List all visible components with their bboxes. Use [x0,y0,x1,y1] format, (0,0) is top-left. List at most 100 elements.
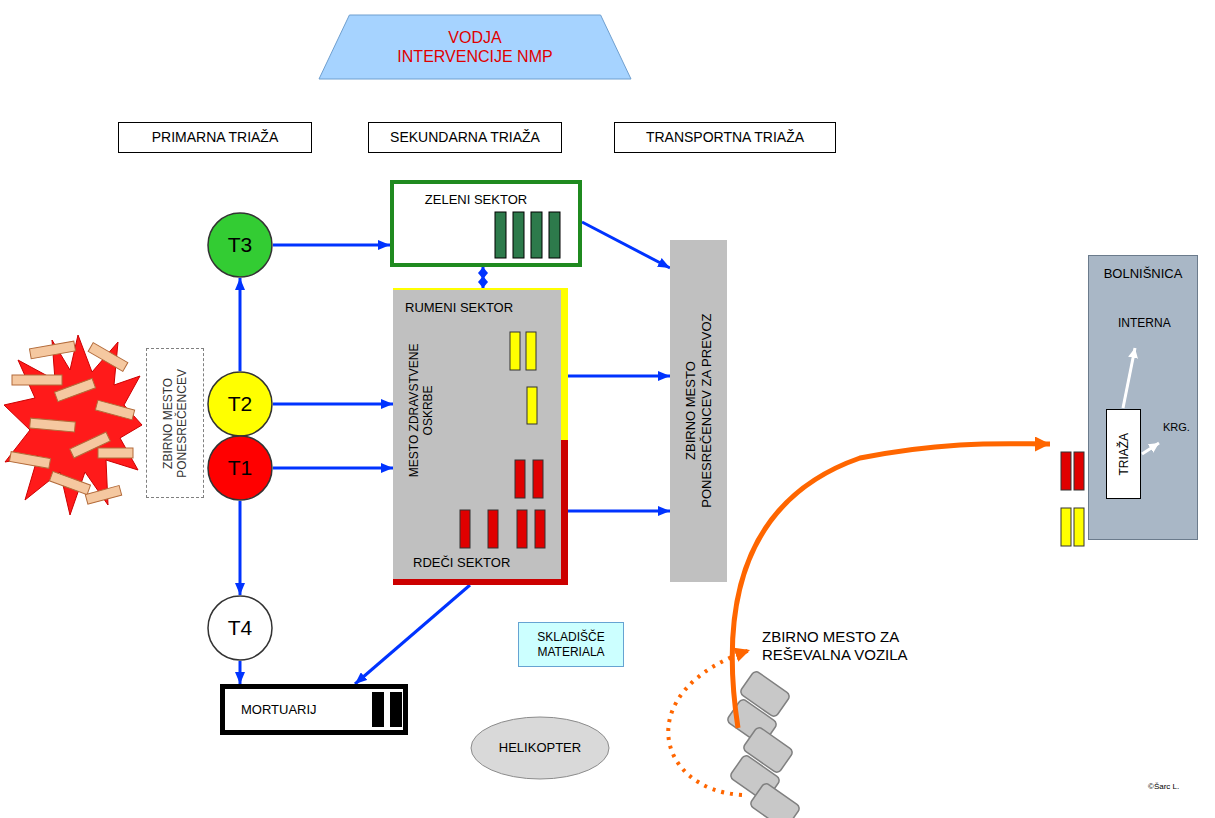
phase-header: TRANSPORTNA TRIAŽA [614,122,836,153]
node-text: BOLNIŠNICA [1104,266,1183,282]
debris-plank [12,375,62,385]
department-label: INTERNA [1118,316,1171,330]
helicopter-ellipse: HELIKOPTER [470,716,610,780]
node-text: T1 [228,455,253,480]
trapezoid-shape [319,15,631,79]
flow-arrow [568,510,670,513]
flow-arrow [582,222,670,268]
explosion-illustration [4,335,142,515]
circle-shape [208,436,272,500]
label-box: ZBIRNO MESTO ZA REŠEVALNA VOZILA [762,628,947,664]
node-text: T3 [228,232,253,257]
phase-header: SEKUNDARNA TRIAŽA [368,122,562,153]
node-text: ZBIRNO MESTO PONESREČENCEV ZA PREVOZ [683,301,714,521]
ambulance-vehicle [749,782,801,818]
patient-bar [517,510,527,548]
debris-plank [9,452,50,469]
debris-plank [29,341,75,359]
patient-bar [1061,508,1071,546]
patient-bar [1074,452,1084,490]
patient-bar [526,332,536,370]
node-text: T4 [228,615,253,640]
storage-box: SKLADIŠČE MATERIALA [518,622,624,667]
node-text: MESTO ZDRAVSTVENE OSKRBE [406,331,435,491]
flow-arrow [355,585,470,684]
staging-area-label: ZBIRNO MESTO ZA REŠEVALNA VOZILA [762,628,947,664]
deceased-bar [372,692,384,727]
circle-shape [208,596,272,660]
patient-bar [495,212,506,258]
ambulance-vehicles [726,670,801,818]
patient-bar [515,460,525,498]
copyright-note: ©Šarc L. [1148,782,1179,792]
node-text: HELIKOPTER [499,740,581,756]
flow-arrow [273,403,393,406]
node-text: RDEČI SEKTOR [413,555,510,571]
node-text: ZELENI SEKTOR [425,192,527,208]
node-text: T2 [228,391,253,416]
patient-bar [488,510,498,548]
command-trapezoid-outline [318,14,632,80]
ellipse-shape [471,717,609,779]
triage-circle: T2 [207,371,273,437]
explosion-burst [4,335,142,515]
arriving-patients [1061,452,1084,546]
node-text: SEKUNDARNA TRIAŽA [390,129,540,146]
flow-arrow [239,278,242,371]
patient-bar [460,510,470,548]
flow-arrow [273,244,390,247]
node-text: ZBIRNO MESTO PONESREČENCEV [161,353,190,493]
node-text: RUMENI SEKTOR [405,300,513,316]
debris-plank [49,471,90,494]
routing-arrow [1142,443,1159,454]
node-text: SKLADIŠČE MATERIALA [523,630,619,659]
triage-circle: T4 [207,595,273,661]
patient-bar [510,332,520,370]
triage-circle: T3 [207,212,273,278]
node-text: VODJA INTERVENCIJE NMP [395,28,555,66]
command-trapezoid: VODJA INTERVENCIJE NMP [318,14,632,80]
transport-collection-column: ZBIRNO MESTO PONESREČENCEV ZA PREVOZ [670,240,727,582]
patient-bar [1061,452,1071,490]
debris-plank [88,343,128,372]
node-text: PRIMARNA TRIAŽA [152,129,279,146]
debris-plank [54,378,95,401]
node-text: MORTUARIJ [241,702,317,718]
hospital-routing-arrows [1089,256,1197,539]
node-text: TRANSPORTNA TRIAŽA [646,129,804,146]
routing-arrow [1123,348,1135,408]
care-area-block: MESTO ZDRAVSTVENE OSKRBE RUMENI SEKTOR RD… [393,288,568,585]
mortuary-box: MORTUARIJ [220,684,408,735]
patient-bar [549,212,560,258]
patient-bar [513,212,524,258]
node-text: TRIAŽA [1116,414,1130,494]
patient-bar [531,212,542,258]
deceased-bar [390,692,402,727]
triage-circle: T1 [207,435,273,501]
phase-header: PRIMARNA TRIAŽA [118,122,312,153]
flow-arrow [239,501,242,595]
label-box: INTERNA [1118,316,1171,330]
casualty-collection-box: ZBIRNO MESTO PONESREČENCEV [146,348,204,498]
hospital-box: BOLNIŠNICA TRIAŽA [1088,255,1198,540]
flow-arrow [482,267,485,288]
patient-bar [1074,508,1084,546]
flow-arrow [568,375,670,378]
circle-shape [208,213,272,277]
flow-arrow [239,661,242,684]
patient-bar [535,510,545,548]
patient-bar [527,387,537,424]
ambulance-route [732,444,1050,728]
debris-plank [95,400,134,419]
debris-plank [98,448,133,458]
flow-arrow [273,467,393,470]
circle-shape [208,372,272,436]
patient-bar [533,460,543,498]
debris-plank [30,418,76,432]
hospital-triage-box: TRIAŽA [1106,409,1141,499]
department-label: KRG. [1163,421,1190,434]
debris-plank [85,486,121,505]
green-sector-box: ZELENI SEKTOR [390,180,582,267]
label-box: ©Šarc L. [1148,782,1179,792]
label-box: KRG. [1163,421,1190,434]
